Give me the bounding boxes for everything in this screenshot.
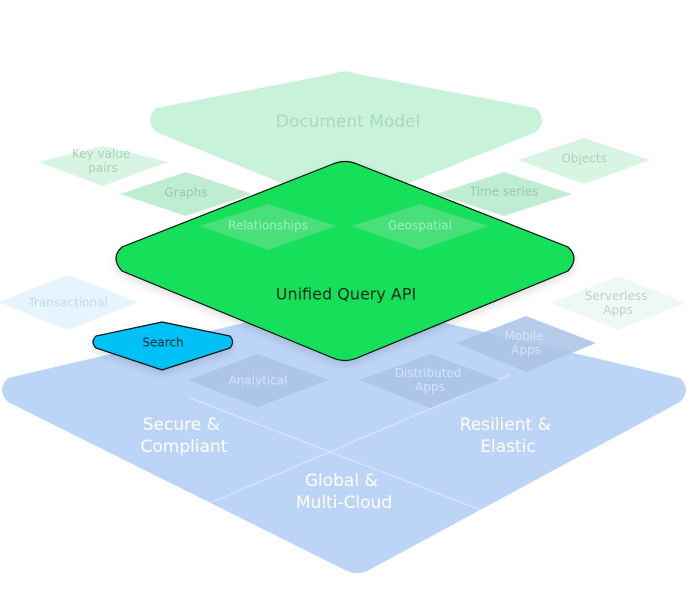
tile-serverless-apps: Serverless Apps bbox=[550, 276, 686, 330]
tile-transactional: Transactional bbox=[0, 275, 138, 330]
tile-distributed-apps: Distributed Apps bbox=[360, 354, 500, 408]
svg-text:Objects: Objects bbox=[561, 152, 606, 166]
tile-search: Search bbox=[92, 321, 234, 371]
svg-text:Search: Search bbox=[142, 336, 183, 350]
top-layer-label: Document Model bbox=[276, 112, 421, 132]
svg-text:Relationships: Relationships bbox=[228, 219, 308, 233]
base-divider-right bbox=[169, 374, 511, 521]
svg-text:Serverless Apps: Serverless Apps bbox=[585, 289, 651, 317]
search-tile-shape bbox=[92, 321, 234, 371]
svg-text:Graphs: Graphs bbox=[164, 186, 207, 200]
tile-analytical: Analytical bbox=[188, 354, 328, 407]
base-region-secure: Secure & Compliant bbox=[141, 415, 228, 457]
tile-objects: Objects bbox=[518, 138, 650, 184]
base-shape bbox=[2, 302, 686, 573]
svg-text:Time series: Time series bbox=[469, 185, 539, 199]
tile-mobile-apps: Mobile Apps bbox=[456, 316, 596, 372]
middle-layer-label: Unified Query API bbox=[276, 285, 416, 304]
top-layer-shape bbox=[150, 71, 542, 207]
svg-text:Analytical: Analytical bbox=[229, 374, 288, 388]
svg-text:Geospatial: Geospatial bbox=[388, 219, 452, 233]
top-layer: Document Model bbox=[150, 71, 542, 207]
tile-relationships: Relationships bbox=[200, 204, 336, 250]
svg-text:Key value pairs: Key value pairs bbox=[72, 147, 134, 175]
base-region-global: Global & Multi-Cloud bbox=[296, 471, 392, 513]
base-platform: Secure & Compliant Resilient & Elastic G… bbox=[2, 302, 686, 573]
tile-graphs: Graphs bbox=[120, 172, 252, 216]
svg-text:Mobile Apps: Mobile Apps bbox=[504, 329, 547, 357]
tile-key-value-pairs: Key value pairs bbox=[38, 146, 168, 186]
base-region-resilient: Resilient & Elastic bbox=[460, 415, 557, 457]
base-divider-left bbox=[189, 397, 521, 526]
tile-time-series: Time series bbox=[436, 172, 572, 216]
svg-text:Transactional: Transactional bbox=[27, 296, 107, 310]
svg-text:Distributed Apps: Distributed Apps bbox=[395, 366, 466, 394]
middle-layer: Unified Query API bbox=[115, 160, 575, 362]
middle-layer-shape bbox=[115, 160, 575, 362]
tile-geospatial: Geospatial bbox=[352, 204, 488, 250]
